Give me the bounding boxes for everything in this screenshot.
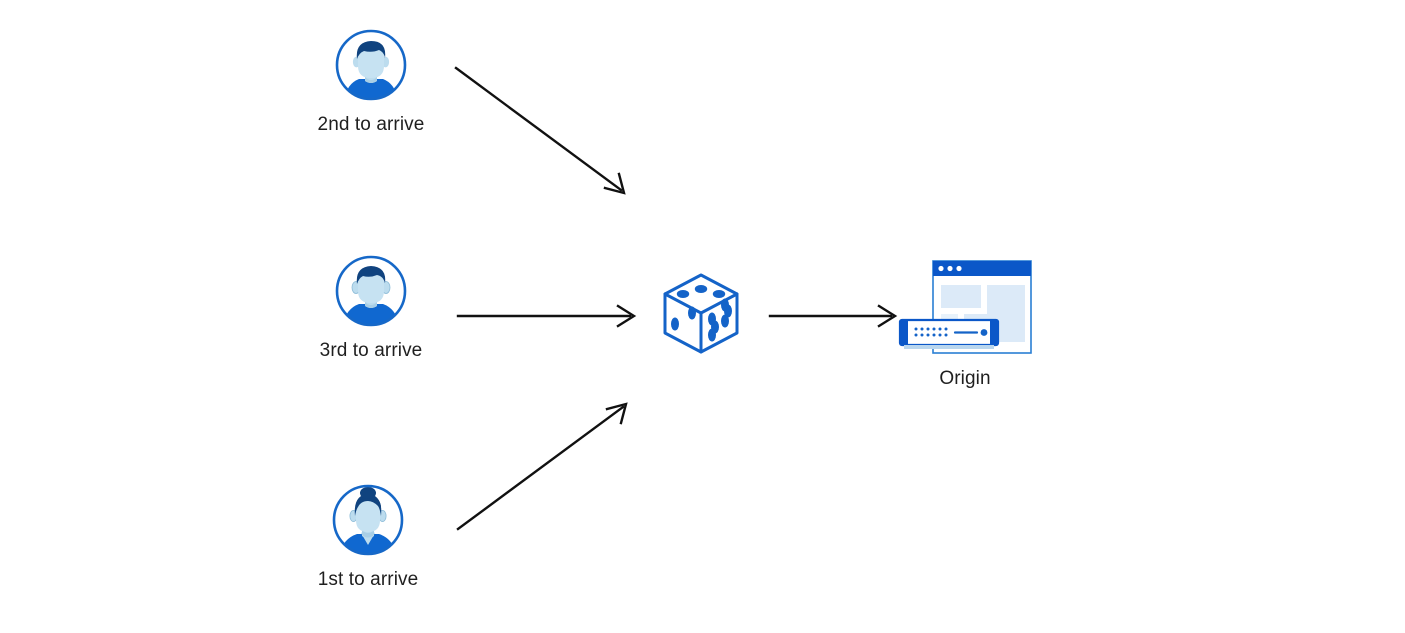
dice-icon <box>655 267 747 359</box>
node-randomizer[interactable] <box>655 267 747 359</box>
user-avatar-icon <box>334 254 408 328</box>
user-avatar-icon <box>331 483 405 557</box>
node-label-user-1st: 1st to arrive <box>317 569 419 590</box>
arrow-user-2nd-to-dice <box>454 66 626 195</box>
server-unit-icon <box>898 318 1000 349</box>
node-label-user-3rd: 3rd to arrive <box>319 340 423 361</box>
node-label-user-2nd: 2nd to arrive <box>317 114 425 135</box>
dice-left-pips <box>671 306 696 331</box>
dice-top-pips <box>676 285 726 298</box>
node-user-3rd[interactable]: 3rd to arrive <box>295 254 447 362</box>
arrow-user-1st-to-dice <box>456 402 628 531</box>
server-vent-dots <box>914 327 948 337</box>
user-avatar-icon <box>334 28 408 102</box>
node-origin[interactable]: Origin <box>895 258 1035 390</box>
node-label-origin: Origin <box>939 368 991 389</box>
node-user-2nd[interactable]: 2nd to arrive <box>295 28 447 136</box>
arrow-user-3rd-to-dice <box>456 304 637 328</box>
node-user-1st[interactable]: 1st to arrive <box>292 483 444 591</box>
server-status-light <box>980 329 988 336</box>
dice-right-pips <box>708 298 732 342</box>
origin-server-icon <box>895 258 1035 358</box>
arrow-dice-to-origin <box>768 304 898 328</box>
